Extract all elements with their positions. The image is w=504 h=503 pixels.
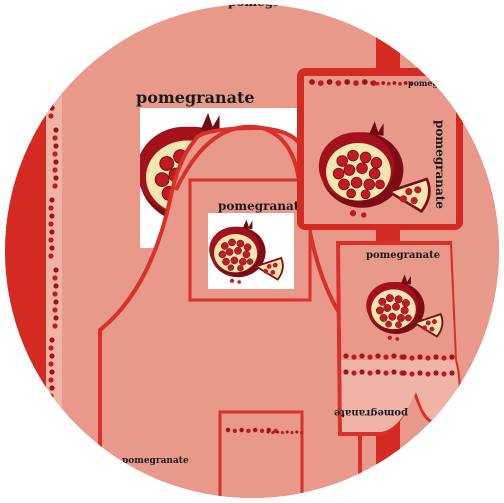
towel-label: pomegranate bbox=[136, 88, 255, 107]
apron-pocket bbox=[218, 410, 304, 498]
towel-edge-label: pomegranate bbox=[228, 0, 317, 9]
apron-neck-strap bbox=[174, 124, 302, 191]
mitt-top-label: pomegranate bbox=[366, 250, 440, 261]
pocket-label: pomegranate bbox=[122, 456, 189, 466]
apron-label: pomegranate bbox=[218, 199, 307, 213]
potholder-side-label: pomegranate bbox=[433, 120, 447, 209]
mitt-bottom-label: pomegranate bbox=[334, 407, 408, 418]
